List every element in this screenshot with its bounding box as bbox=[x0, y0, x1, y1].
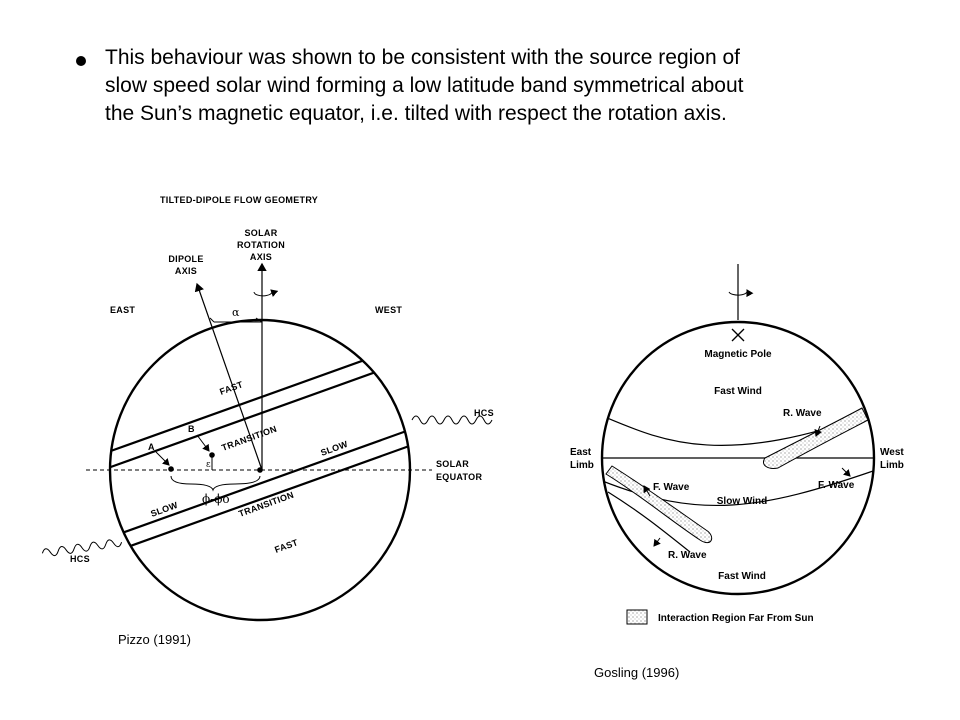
solar-equator-label-1: SOLAR bbox=[436, 459, 469, 469]
alpha-label: α bbox=[232, 306, 240, 319]
slow-left-label: SLOW bbox=[149, 500, 179, 519]
west-limb-label-2: Limb bbox=[880, 460, 904, 471]
hcs-wave-left bbox=[41, 539, 123, 557]
solar-equator-label: SOLAR EQUATOR bbox=[436, 459, 482, 482]
dipole-axis-label-2: AXIS bbox=[175, 266, 197, 276]
fast-wind-top-label: Fast Wind bbox=[714, 386, 762, 397]
east-limb-label: East Limb bbox=[570, 447, 594, 471]
right-figure-caption: Gosling (1996) bbox=[594, 665, 680, 680]
slow-wind-band bbox=[110, 331, 410, 566]
f-wave-left-label: F. Wave bbox=[653, 482, 690, 493]
west-limb-label-1: West bbox=[880, 447, 904, 458]
phi-label: ϕ-ϕo bbox=[202, 492, 230, 506]
fast-wind-bottom-label: Fast Wind bbox=[718, 571, 766, 582]
tilted-dipole-figure: TILTED-DIPOLE FLOW GEOMETRY SOLAR ROTATI… bbox=[41, 195, 494, 622]
phi-brace bbox=[170, 475, 261, 492]
epsilon-label: ε bbox=[206, 460, 211, 470]
left-figure-caption: Pizzo (1991) bbox=[118, 632, 191, 647]
legend-label: Interaction Region Far From Sun bbox=[658, 613, 814, 624]
bullet-line-3: the Sun’s magnetic equator, i.e. tilted … bbox=[105, 102, 727, 125]
rotation-axis-label-1: SOLAR bbox=[245, 228, 278, 238]
rotation-axis-label-3: AXIS bbox=[250, 252, 272, 262]
hcs-left-label: HCS bbox=[70, 554, 90, 564]
r-wave-lower-label: R. Wave bbox=[668, 550, 707, 561]
dipole-axis-label: DIPOLE AXIS bbox=[168, 254, 203, 276]
fast-top-label: FAST bbox=[218, 379, 244, 397]
east-limb-label-2: Limb bbox=[570, 460, 594, 471]
point-a-marker bbox=[168, 466, 174, 472]
dipole-axis-label-1: DIPOLE bbox=[168, 254, 203, 264]
rotation-arrow-icon bbox=[253, 289, 279, 297]
left-figure-title: TILTED-DIPOLE FLOW GEOMETRY bbox=[160, 195, 318, 205]
east-label: EAST bbox=[110, 305, 135, 315]
solar-equator-label-2: EQUATOR bbox=[436, 472, 482, 482]
dipole-axis-line bbox=[194, 282, 263, 471]
bullet-line-1: This behaviour was shown to be consisten… bbox=[105, 46, 741, 69]
fast-bottom-label: FAST bbox=[273, 537, 299, 555]
bullet-dot bbox=[76, 56, 86, 66]
slow-wind-label: Slow Wind bbox=[717, 496, 767, 507]
bullet-line-2: slow speed solar wind forming a low lati… bbox=[105, 74, 744, 97]
gosling-figure: Magnetic Pole Fast Wind R. Wave F. Wave … bbox=[570, 264, 904, 625]
slow-right-label: SLOW bbox=[319, 439, 349, 458]
r-wave-upper-label: R. Wave bbox=[783, 408, 822, 419]
west-label: WEST bbox=[375, 305, 402, 315]
west-limb-label: West Limb bbox=[880, 447, 904, 471]
magnetic-pole-label: Magnetic Pole bbox=[704, 349, 772, 360]
point-a-label: A bbox=[148, 442, 155, 452]
point-b-label: B bbox=[188, 424, 195, 434]
f-wave-right-label: F. Wave bbox=[818, 480, 855, 491]
solar-rotation-axis-label: SOLAR ROTATION AXIS bbox=[237, 228, 285, 262]
hcs-wave-right bbox=[411, 415, 493, 425]
interaction-region-left bbox=[605, 465, 713, 544]
hcs-right-label: HCS bbox=[474, 408, 494, 418]
legend-swatch bbox=[626, 609, 648, 625]
rotation-axis-label-2: ROTATION bbox=[237, 240, 285, 250]
right-rotation-arrow-icon bbox=[728, 289, 754, 298]
bullet-text: This behaviour was shown to be consisten… bbox=[105, 44, 885, 128]
transition-upper-label: TRANSITION bbox=[220, 424, 278, 453]
east-limb-label-1: East bbox=[570, 447, 592, 458]
sun-center-marker bbox=[257, 467, 263, 473]
